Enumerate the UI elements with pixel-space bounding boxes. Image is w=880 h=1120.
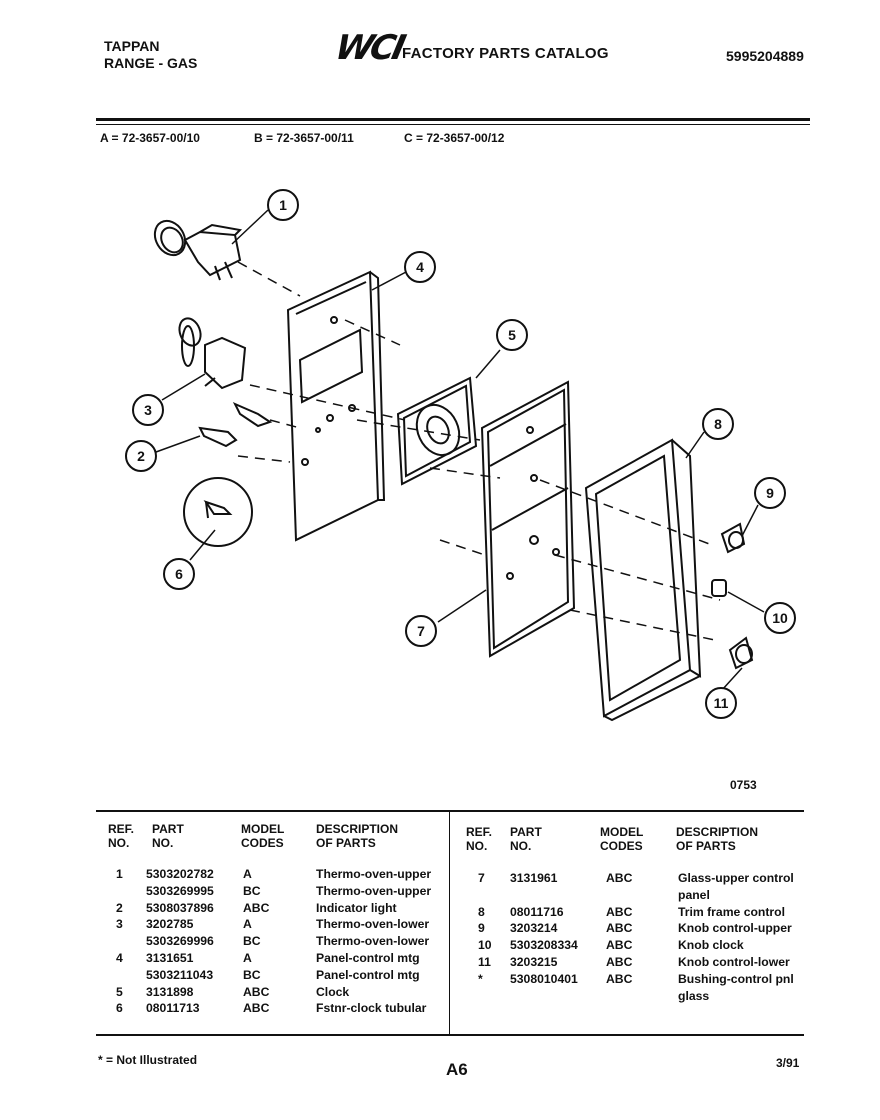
brand-name: TAPPAN <box>104 38 160 54</box>
callout-7: 7 <box>417 623 425 639</box>
trim-frame-part <box>584 438 702 722</box>
catalog-number: 5995204889 <box>726 48 804 64</box>
callout-leaders <box>155 209 765 691</box>
clock-part <box>396 376 478 486</box>
figure-number: 0753 <box>730 778 757 792</box>
callout-1: 1 <box>279 197 287 213</box>
model-a: A = 72-3657-00/10 <box>100 131 200 145</box>
callout-5: 5 <box>508 327 516 343</box>
thermostat-upper-part <box>153 219 243 281</box>
exploded-parts-diagram: 1 4 5 3 2 6 7 8 9 10 11 0753 <box>125 189 796 792</box>
callout-6: 6 <box>175 566 183 582</box>
left-ref-header: REF.NO. <box>108 822 135 850</box>
callout-4: 4 <box>416 259 424 275</box>
brand-block: TAPPAN RANGE - GAS <box>104 38 197 72</box>
header-rule <box>96 118 810 121</box>
right-ref-header: REF.NO. <box>466 825 493 853</box>
callout-10: 10 <box>772 610 788 626</box>
knob-lower-part <box>728 636 754 670</box>
table-top-rule <box>96 810 804 812</box>
thermostat-lower-part <box>178 317 247 390</box>
callout-8: 8 <box>714 416 722 432</box>
table-divider <box>449 812 450 1034</box>
revision-date: 3/91 <box>776 1056 800 1070</box>
knob-clock-part <box>711 579 727 597</box>
control-mounting-panel <box>286 270 386 542</box>
page-number: A6 <box>446 1060 468 1079</box>
callout-11: 11 <box>714 695 729 711</box>
catalog-title: FACTORY PARTS CATALOG <box>402 45 609 62</box>
model-b: B = 72-3657-00/11 <box>254 131 354 145</box>
model-c: C = 72-3657-00/12 <box>404 131 505 145</box>
dashed-alignment-lines <box>237 261 721 641</box>
callout-9: 9 <box>766 485 774 501</box>
not-illustrated-note: * = Not Illustrated <box>98 1053 198 1067</box>
knob-upper-part <box>720 522 746 554</box>
table-bottom-rule <box>96 1034 804 1036</box>
product-type: RANGE - GAS <box>104 55 198 71</box>
header-rule-thin <box>96 124 810 125</box>
callout-circles <box>125 189 796 719</box>
clock-fastener-part <box>183 477 253 547</box>
callout-3: 3 <box>144 402 152 418</box>
glass-control-panel <box>480 380 576 658</box>
callout-2: 2 <box>137 448 145 464</box>
indicator-light-part <box>198 401 273 448</box>
